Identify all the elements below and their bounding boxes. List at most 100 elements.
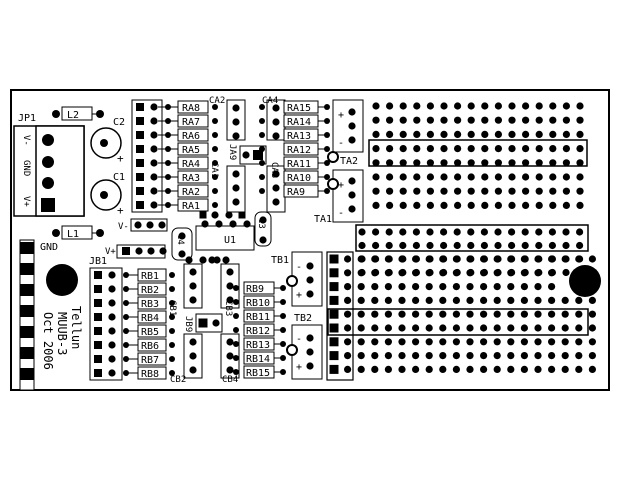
ta2-pot (332, 99, 364, 153)
proto-pad (372, 241, 380, 250)
ta2-label: TA2 (340, 156, 358, 167)
rb-label: RB10 (246, 298, 270, 309)
pad (189, 338, 197, 346)
jb1-pin (94, 313, 102, 321)
pad (226, 282, 234, 290)
proto-pad (575, 365, 583, 373)
proto-pad (454, 201, 462, 209)
jp1-v-plus-label: V+ (21, 196, 31, 207)
proto-pad (494, 201, 502, 209)
proto-pad (467, 116, 475, 124)
proto-pad-square (329, 309, 339, 319)
ta1-label: TA1 (314, 214, 332, 225)
ra-header-pin (150, 103, 158, 111)
ra-pad (324, 104, 330, 110)
proto-pad (452, 338, 460, 346)
proto-pad (481, 130, 489, 138)
proto-pad (413, 159, 421, 167)
proto-pad (466, 255, 474, 263)
rb-label: RB5 (141, 327, 159, 338)
proto-pad (521, 228, 529, 236)
pad (229, 220, 237, 228)
ra-body (177, 184, 209, 198)
proto-pad (358, 228, 366, 236)
proto-pad (386, 130, 394, 138)
pad-square (199, 211, 207, 219)
ta-pads (327, 108, 356, 213)
pad-square (198, 318, 208, 328)
mounting-hole-right (569, 265, 601, 297)
proto-pad (398, 283, 406, 291)
proto-pad (494, 187, 502, 195)
ra-header-pin (150, 117, 158, 125)
proto-pad (425, 283, 433, 291)
pad (178, 250, 186, 258)
proto-pad (412, 283, 420, 291)
proto-pad (357, 255, 365, 263)
ra-pad (212, 104, 218, 110)
proto-pad (452, 255, 460, 263)
proto-pad (562, 159, 571, 167)
proto-pad (344, 296, 352, 304)
proto-pad (535, 228, 543, 236)
u1-chip (195, 225, 255, 251)
jb1-pin (108, 271, 116, 279)
rb-pad (169, 314, 175, 320)
proto-pad (481, 102, 489, 110)
proto-pad (399, 159, 407, 167)
pad-square (238, 211, 246, 219)
proto-pad (576, 187, 584, 195)
proto-pad (508, 145, 516, 153)
proto-pad (467, 159, 475, 167)
proto-pad (534, 365, 542, 373)
l2-pad (52, 110, 60, 118)
proto-pad (562, 116, 571, 124)
ca-pads (199, 104, 280, 219)
proto-pad (371, 283, 379, 291)
proto-pad (454, 159, 462, 167)
rb-pad (169, 356, 175, 362)
proto-pad (522, 173, 530, 181)
pad (348, 108, 356, 116)
proto-pad (493, 352, 501, 360)
tb1-minus: - (296, 262, 302, 273)
ra-label: RA2 (182, 187, 200, 198)
proto-pad (494, 173, 502, 181)
proto-pad (507, 310, 515, 318)
proto-pad (425, 310, 433, 318)
rb-body (137, 296, 167, 310)
proto-pad (454, 187, 462, 195)
ra-label: RA1 (182, 201, 200, 212)
pad (348, 205, 356, 213)
c3-label: C3 (256, 218, 266, 229)
proto-pad (413, 201, 421, 209)
pad (306, 290, 314, 298)
proto-pad (439, 296, 447, 304)
proto-pad-square (329, 323, 339, 333)
proto-pad (575, 324, 583, 332)
ra-pad (324, 188, 330, 194)
proto-pad (493, 269, 501, 277)
proto-pad (398, 310, 406, 318)
proto-pad (412, 269, 420, 277)
proto-pad (466, 365, 474, 373)
proto-pad (575, 255, 583, 263)
l1-pad (96, 229, 104, 237)
proto-pad (535, 187, 543, 195)
proto-pad (507, 324, 515, 332)
proto-pad (440, 173, 448, 181)
proto-pad (508, 130, 516, 138)
proto-pad (493, 324, 501, 332)
pad (259, 236, 267, 244)
proto-pad (384, 255, 392, 263)
ra-pad (212, 118, 218, 124)
proto-pad (508, 102, 516, 110)
pad (212, 319, 220, 327)
proto-pad (413, 145, 421, 153)
proto-pad (384, 338, 392, 346)
proto-pad (384, 269, 392, 277)
proto-pad-square (329, 282, 339, 292)
proto-pad (413, 102, 421, 110)
proto-pad (412, 296, 420, 304)
proto-pad (481, 145, 489, 153)
